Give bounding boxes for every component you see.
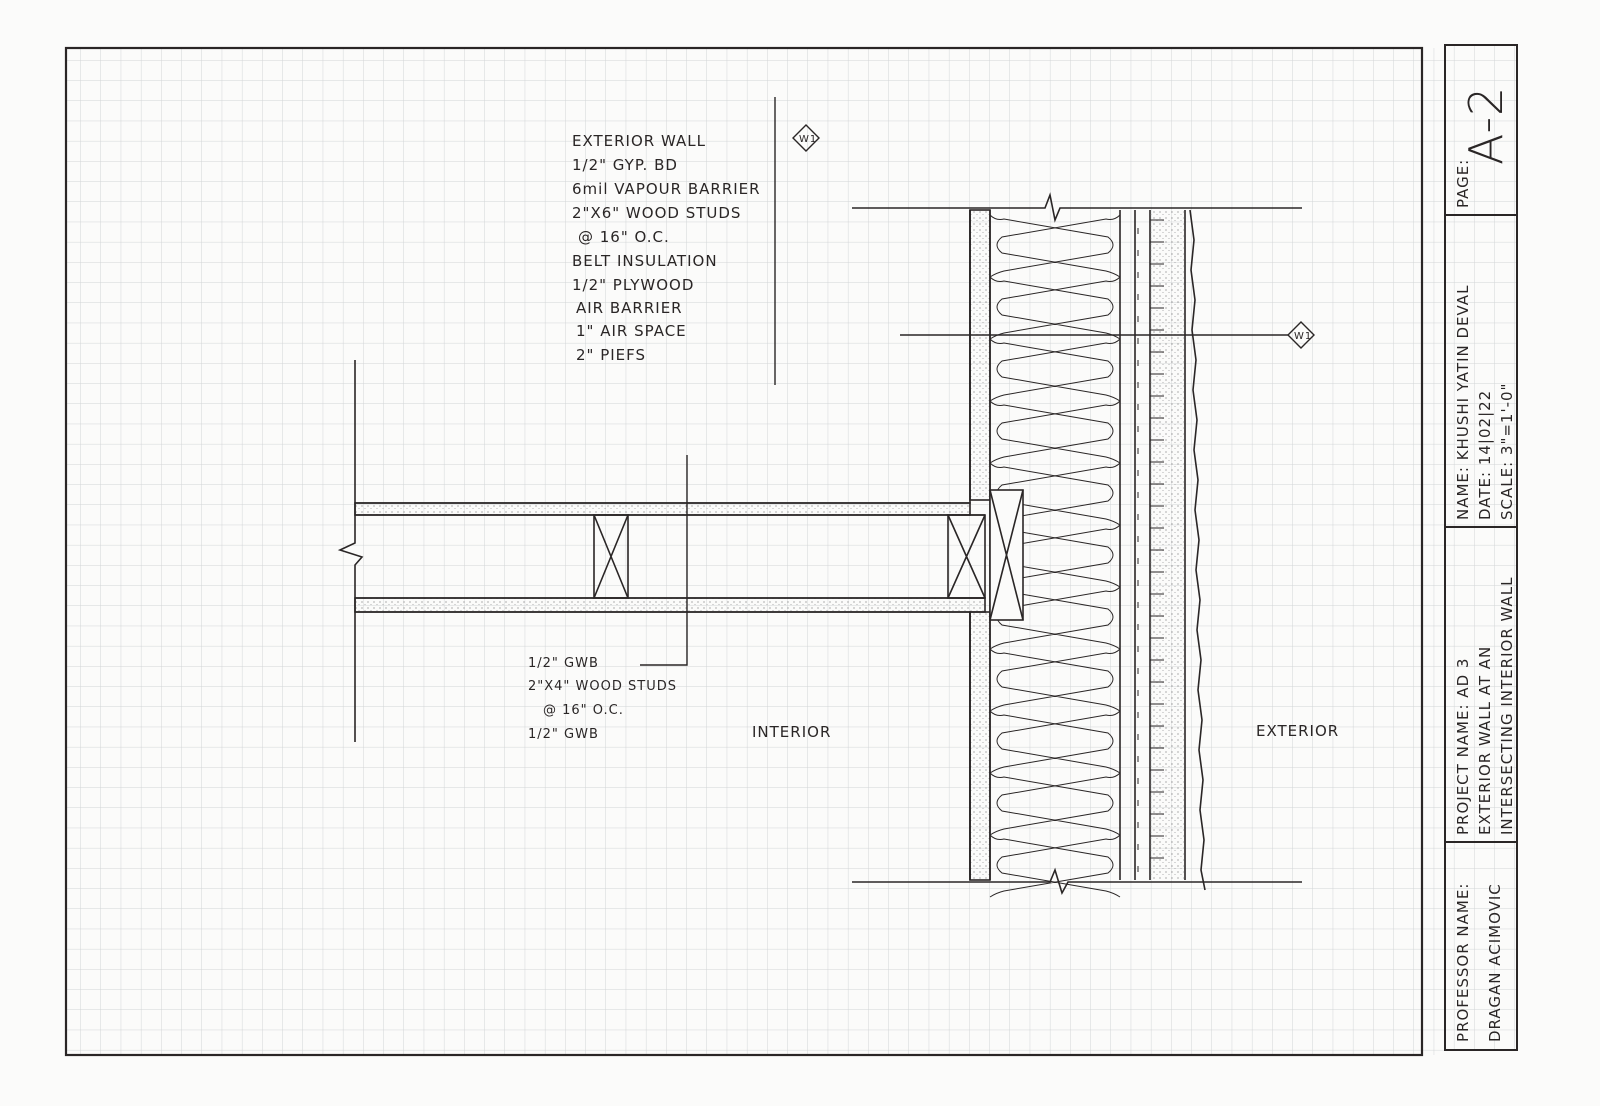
note-line: 1/2" PLYWOOD xyxy=(572,276,694,294)
fastener-marks xyxy=(1137,219,1164,872)
note-line: 2"X6" WOOD STUDS xyxy=(572,204,741,222)
professor-label: PROFESSOR NAME: xyxy=(1454,883,1472,1042)
note-line: @ 16" O.C. xyxy=(578,228,670,246)
interior-wall xyxy=(337,210,1024,880)
note-line: 2" PIEFS xyxy=(576,346,646,364)
note-line: 1/2" GWB xyxy=(528,727,599,742)
page-number: A-2 xyxy=(1459,86,1513,165)
leader-lines xyxy=(640,97,1315,666)
tag-w1-right: W1 xyxy=(1294,331,1312,342)
exterior-wall-notes: EXTERIOR WALL 1/2" GYP. BD 6mil VAPOUR B… xyxy=(572,132,761,364)
title-block xyxy=(1444,44,1518,1051)
date: DATE: 14|02|22 xyxy=(1476,390,1494,520)
scale: SCALE: 3"=1'-0" xyxy=(1498,383,1516,520)
project-name: PROJECT NAME: AD 3 xyxy=(1454,658,1472,835)
air-space-marks xyxy=(1137,219,1164,872)
page-label: PAGE: xyxy=(1454,159,1472,208)
note-line: 6mil VAPOUR BARRIER xyxy=(572,180,761,198)
interior-wall-notes: 1/2" GWB 2"X4" WOOD STUDS @ 16" O.C. 1/2… xyxy=(528,656,677,742)
note-line: 1" AIR SPACE xyxy=(576,322,687,340)
professor-name: DRAGAN ACIMOVIC xyxy=(1486,883,1504,1042)
note-line: AIR BARRIER xyxy=(576,299,683,317)
interior-label: INTERIOR xyxy=(752,723,831,741)
blocking-stud xyxy=(989,489,1024,621)
note-line: 1/2" GWB xyxy=(528,656,599,671)
note-line: @ 16" O.C. xyxy=(543,703,624,718)
section-tag-right xyxy=(1287,321,1315,349)
tag-w1-top: W1 xyxy=(799,134,817,145)
note-line: EXTERIOR WALL xyxy=(572,132,706,150)
grid-paper xyxy=(66,48,1444,1055)
note-line: 1/2" GYP. BD xyxy=(572,156,678,174)
note-line: BELT INSULATION xyxy=(572,252,718,270)
end-stud xyxy=(947,514,986,599)
note-line: 2"X4" WOOD STUDS xyxy=(528,679,677,694)
section-tag-top xyxy=(792,124,820,152)
drawing-title-line1: EXTERIOR WALL AT AN xyxy=(1476,646,1494,835)
student-name: NAME: KHUSHI YATIN DEVAL xyxy=(1454,285,1472,520)
exterior-label: EXTERIOR xyxy=(1256,722,1339,740)
sheet-border xyxy=(64,46,1424,1057)
interior-stud xyxy=(593,514,629,599)
drawing-title-line2: INTERSECTING INTERIOR WALL xyxy=(1498,577,1516,836)
